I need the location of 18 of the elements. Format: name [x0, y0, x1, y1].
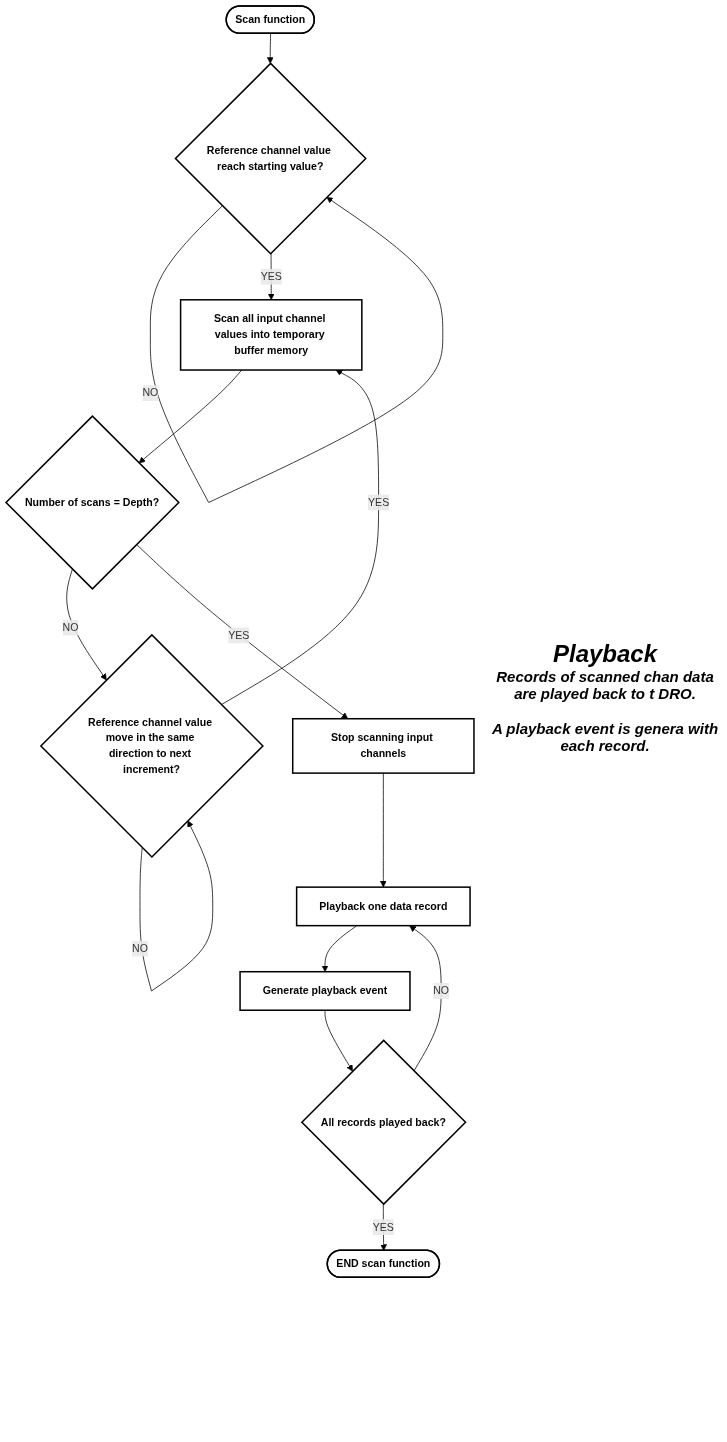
edge-label: YES	[260, 270, 282, 283]
edge-label: NO	[62, 621, 79, 634]
node-diamond: Number of scans = Depth?	[4, 415, 180, 590]
edge-label: YES	[368, 496, 390, 509]
edge-label: NO	[132, 942, 148, 955]
note-text: A playback event is genera with each record.	[490, 720, 720, 754]
node-diamond: Reference channel value reach starting value?	[174, 62, 367, 255]
edge-label: YES	[372, 1220, 394, 1233]
note-text: Records of scanned chan data are played back to t DRO.	[495, 668, 715, 702]
edge-label: NO	[433, 984, 450, 997]
section-heading: Playback	[551, 640, 659, 668]
edge-label: YES	[228, 629, 250, 642]
node-box: Stop scanning input channels	[291, 718, 475, 774]
edge-label: NO	[142, 386, 159, 399]
node-box: Generate playback event	[239, 970, 411, 1011]
node-box: Playback one data record	[295, 886, 471, 927]
node-box: Scan all input channel values into temporary buffer memory	[179, 299, 363, 371]
node-diamond: All records played back?	[300, 1039, 467, 1206]
